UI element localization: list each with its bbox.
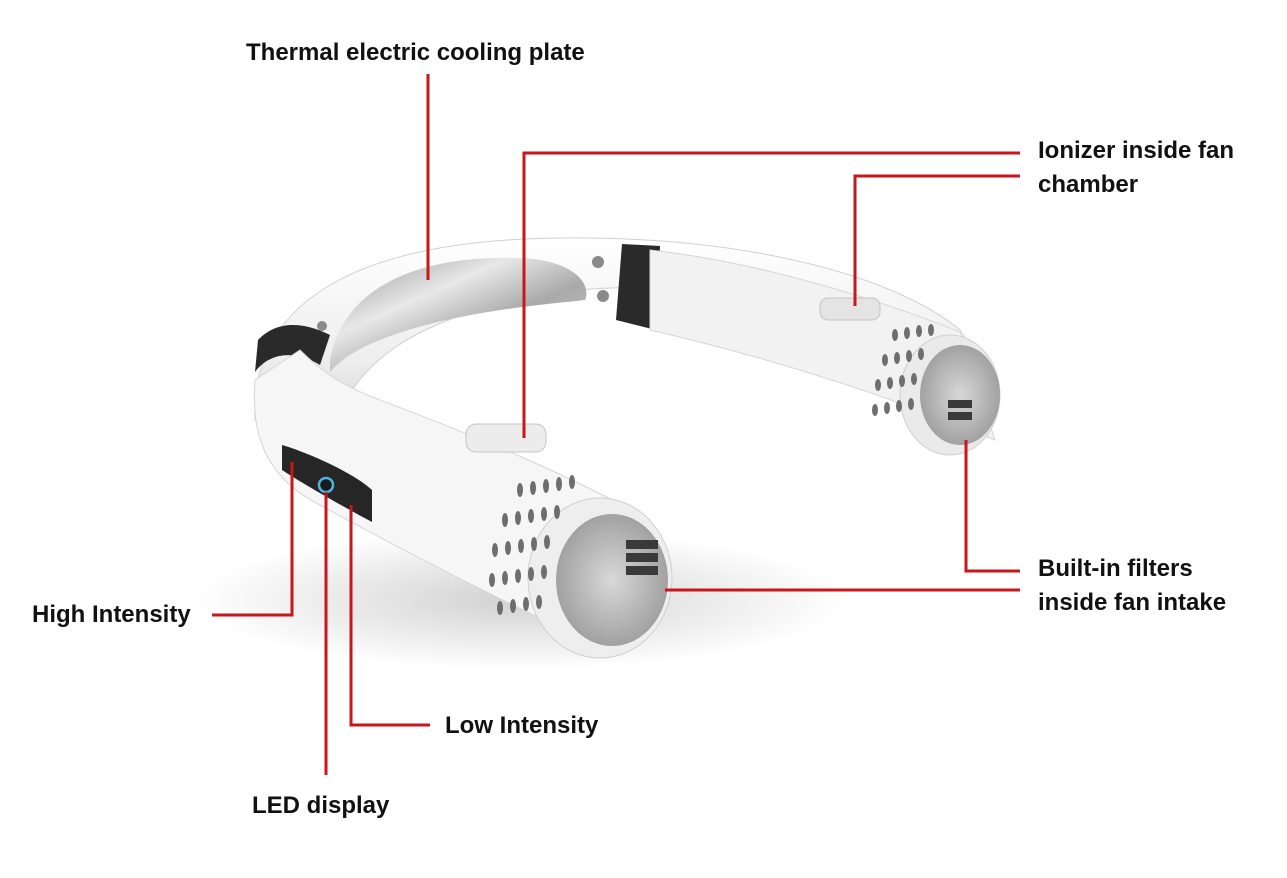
leader-ionizer-outer bbox=[522, 151, 1020, 438]
right-intake-filter bbox=[920, 345, 1000, 445]
right-arm-vents bbox=[872, 324, 934, 416]
label-filters: Built-in filters inside fan intake bbox=[1038, 552, 1226, 620]
ionizer-button-right bbox=[819, 297, 881, 321]
leader-low bbox=[349, 505, 430, 727]
label-high-intensity: High Intensity bbox=[32, 601, 191, 628]
label-filters-line2: inside fan intake bbox=[1038, 589, 1227, 616]
leader-lines bbox=[212, 74, 1020, 775]
label-filters-line1: Built-in filters bbox=[1038, 555, 1193, 582]
leader-filters-right bbox=[964, 440, 1020, 573]
cooling-plate bbox=[330, 257, 587, 372]
label-ionizer-line1: Ionizer inside fan bbox=[1038, 137, 1235, 164]
label-low-intensity: Low Intensity bbox=[445, 712, 599, 739]
right-arm bbox=[649, 249, 1001, 456]
label-ionizer-line2: chamber bbox=[1038, 171, 1139, 198]
label-ionizer: Ionizer inside fan chamber bbox=[1038, 134, 1234, 202]
left-arm bbox=[253, 349, 673, 659]
label-led-display: LED display bbox=[252, 792, 390, 819]
left-arm-vents bbox=[489, 475, 575, 615]
leader-high bbox=[212, 462, 294, 617]
ionizer-button-left bbox=[465, 423, 547, 453]
led-indicator bbox=[317, 476, 335, 494]
left-intake-filter bbox=[556, 514, 668, 646]
leader-ionizer-inner bbox=[853, 174, 1020, 306]
label-thermal-plate: Thermal electric cooling plate bbox=[246, 39, 585, 66]
right-dark-band bbox=[616, 244, 660, 330]
